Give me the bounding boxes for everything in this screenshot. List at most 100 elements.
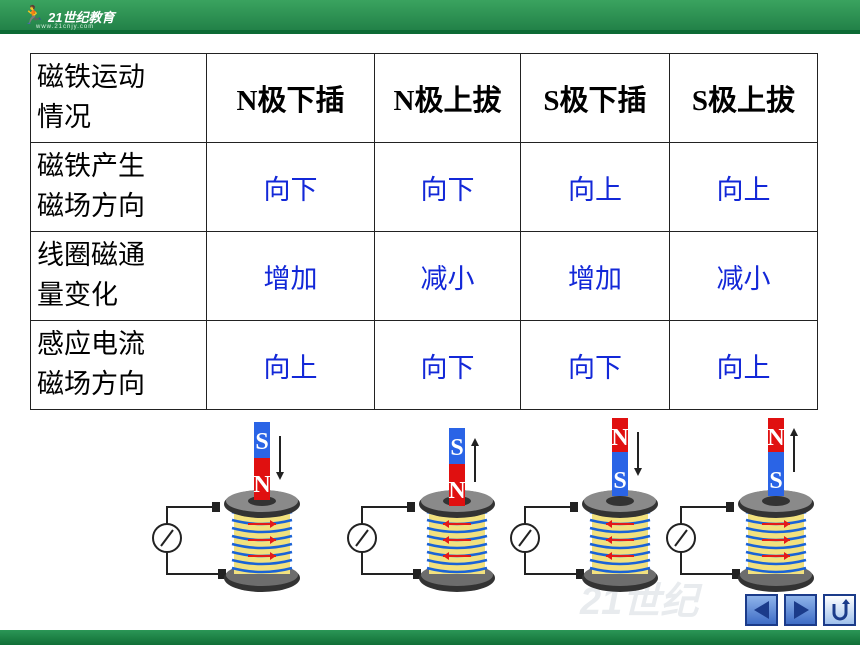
- coil-winding: [589, 558, 651, 566]
- table-row: 线圈磁通 量变化 增加 减小 增加 减小: [30, 231, 818, 321]
- motion-arrow-head: [276, 472, 284, 480]
- coil-winding: [589, 526, 651, 534]
- coil-winding: [231, 526, 293, 534]
- current-arrow-head: [270, 552, 276, 560]
- circuit-wire: [524, 552, 582, 575]
- column-header-s-down: S极下插: [520, 53, 670, 143]
- row-header-line-1: 线圈磁通: [37, 240, 145, 271]
- coil-winding: [745, 566, 807, 574]
- current-arrow-head: [606, 520, 612, 528]
- row-header: 感应电流 磁场方向: [30, 320, 207, 410]
- bottom-banner: [0, 630, 860, 645]
- table-cell: 向下: [206, 142, 375, 232]
- coil-winding: [589, 566, 651, 574]
- logo-url: www.21cnjy.com: [36, 24, 95, 30]
- table-cell: 向上: [206, 320, 375, 410]
- row-header-line-2: 磁场方向: [37, 191, 145, 222]
- magnet-top-label: N: [767, 425, 785, 451]
- circuit-wire: [680, 552, 738, 575]
- triangle-left-icon: [753, 601, 769, 619]
- coil-winding: [426, 542, 488, 550]
- row-header-line-2: 量变化: [37, 280, 118, 311]
- row-header: 线圈磁通 量变化: [30, 231, 207, 321]
- magnet-top-pole: [254, 422, 270, 458]
- table-cell: 向上: [520, 142, 670, 232]
- magnet-top-pole: [768, 418, 784, 452]
- terminal: [732, 569, 740, 579]
- current-arrow-head: [784, 536, 790, 544]
- magnet-top-label: N: [611, 425, 629, 451]
- magnet-bottom-pole: [768, 452, 784, 496]
- magnet-bottom-label: N: [253, 472, 271, 498]
- motion-arrow-head: [634, 468, 642, 476]
- current-arrow-head: [443, 552, 449, 560]
- coil-figure-2: SN: [347, 428, 495, 592]
- motion-arrow-head: [790, 428, 798, 436]
- row-header: 磁铁产生 磁场方向: [30, 142, 207, 232]
- coil-winding: [426, 566, 488, 574]
- current-arrow-head: [270, 536, 276, 544]
- circuit-wire: [166, 506, 217, 524]
- return-arrow-icon: [832, 599, 850, 621]
- coil-figure-1: SN: [152, 422, 300, 592]
- galvanometer-needle: [160, 529, 174, 547]
- magnet-bottom-pole: [612, 452, 628, 496]
- circuit-wire: [361, 552, 419, 575]
- corner-header: 磁铁运动 情况: [30, 53, 207, 143]
- galvanometer-needle: [355, 529, 369, 547]
- coil-winding: [589, 542, 651, 550]
- prev-slide-button[interactable]: [745, 594, 778, 626]
- coil-hole: [762, 496, 790, 506]
- row-header-line-1: 感应电流: [37, 329, 145, 360]
- table-cell: 增加: [206, 231, 375, 321]
- table-cell: 向下: [374, 142, 521, 232]
- triangle-right-icon: [793, 601, 809, 619]
- coil-winding: [426, 558, 488, 566]
- table-cell: 减小: [669, 231, 818, 321]
- column-header-n-up: N极上拔: [374, 53, 521, 143]
- coil-winding: [745, 558, 807, 566]
- current-arrow-head: [606, 536, 612, 544]
- current-arrow-head: [606, 552, 612, 560]
- column-header-n-down: N极下插: [206, 53, 375, 143]
- terminal: [218, 569, 226, 579]
- terminal: [570, 502, 578, 512]
- logo-text: 21世纪教育: [48, 9, 115, 25]
- coil-winding: [745, 526, 807, 534]
- magnet-top-pole: [449, 428, 465, 464]
- magnet-top-pole: [612, 418, 628, 452]
- coil-figure-4: NS: [666, 418, 814, 592]
- table-cell: 向上: [669, 142, 818, 232]
- coil-winding: [231, 542, 293, 550]
- magnet-bottom-label: N: [448, 478, 466, 504]
- next-slide-button[interactable]: [784, 594, 817, 626]
- site-logo: 🏃 21世纪教育: [22, 4, 114, 28]
- galvanometer-needle: [518, 529, 532, 547]
- circuit-wire: [166, 552, 224, 575]
- galvanometer-needle: [674, 529, 688, 547]
- table-cell: 向上: [669, 320, 818, 410]
- induction-table: 磁铁运动 情况 N极下插 N极上拔 S极下插 S极上拔 磁铁产生 磁场方向 向下…: [30, 53, 818, 410]
- magnet-bottom-pole: [449, 464, 465, 506]
- magnet-top-label: S: [450, 435, 463, 461]
- table-cell: 减小: [374, 231, 521, 321]
- magnet-top-label: S: [255, 429, 268, 455]
- current-arrow-head: [270, 520, 276, 528]
- table-cell: 增加: [520, 231, 670, 321]
- top-banner: 🏃 21世纪教育 www.21cnjy.com: [0, 0, 860, 34]
- circuit-wire: [361, 506, 412, 524]
- magnet-bottom-pole: [254, 458, 270, 500]
- return-button[interactable]: [823, 594, 856, 626]
- circuit-wire: [680, 506, 731, 524]
- table-row: 磁铁产生 磁场方向 向下 向下 向上 向上: [30, 142, 818, 232]
- terminal: [576, 569, 584, 579]
- runner-icon: 🏃: [22, 5, 45, 26]
- table-cell: 向下: [374, 320, 521, 410]
- coil-winding: [745, 542, 807, 550]
- terminal: [212, 502, 220, 512]
- coil-winding: [231, 566, 293, 574]
- coil-winding: [231, 558, 293, 566]
- current-arrow-head: [784, 552, 790, 560]
- magnet-bottom-label: S: [613, 468, 626, 494]
- table-cell: 向下: [520, 320, 670, 410]
